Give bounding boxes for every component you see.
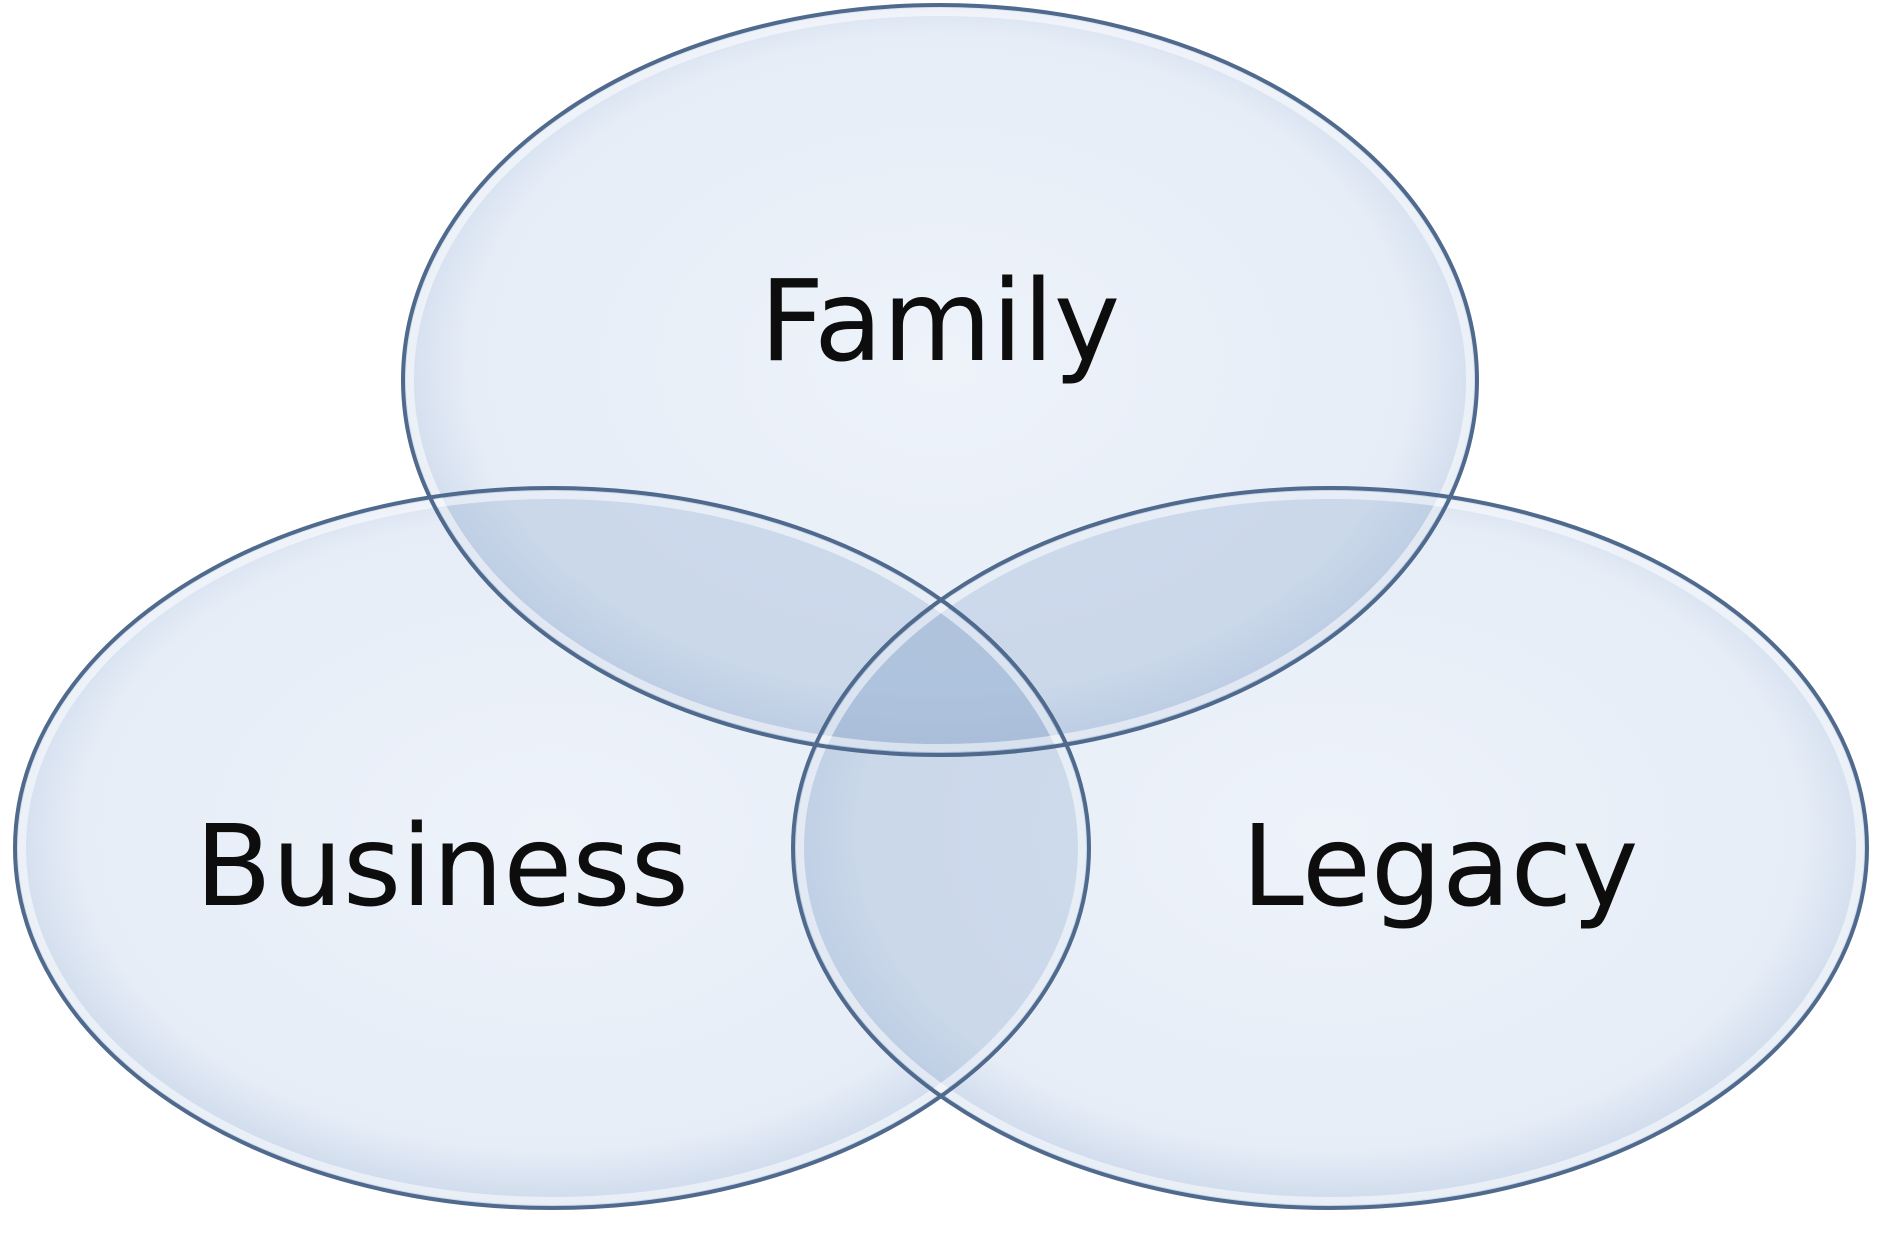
business-label: Business xyxy=(195,802,689,932)
legacy-circle-outline xyxy=(791,486,1869,1210)
family-circle-outline xyxy=(401,3,1479,757)
overlap-family-legacy xyxy=(793,488,1477,755)
family-label: Family xyxy=(760,257,1120,387)
overlap-family-business xyxy=(403,488,1089,755)
business-circle-outline xyxy=(13,486,1091,1210)
family-circle xyxy=(403,5,1477,755)
legacy-label: Legacy xyxy=(1242,802,1639,932)
